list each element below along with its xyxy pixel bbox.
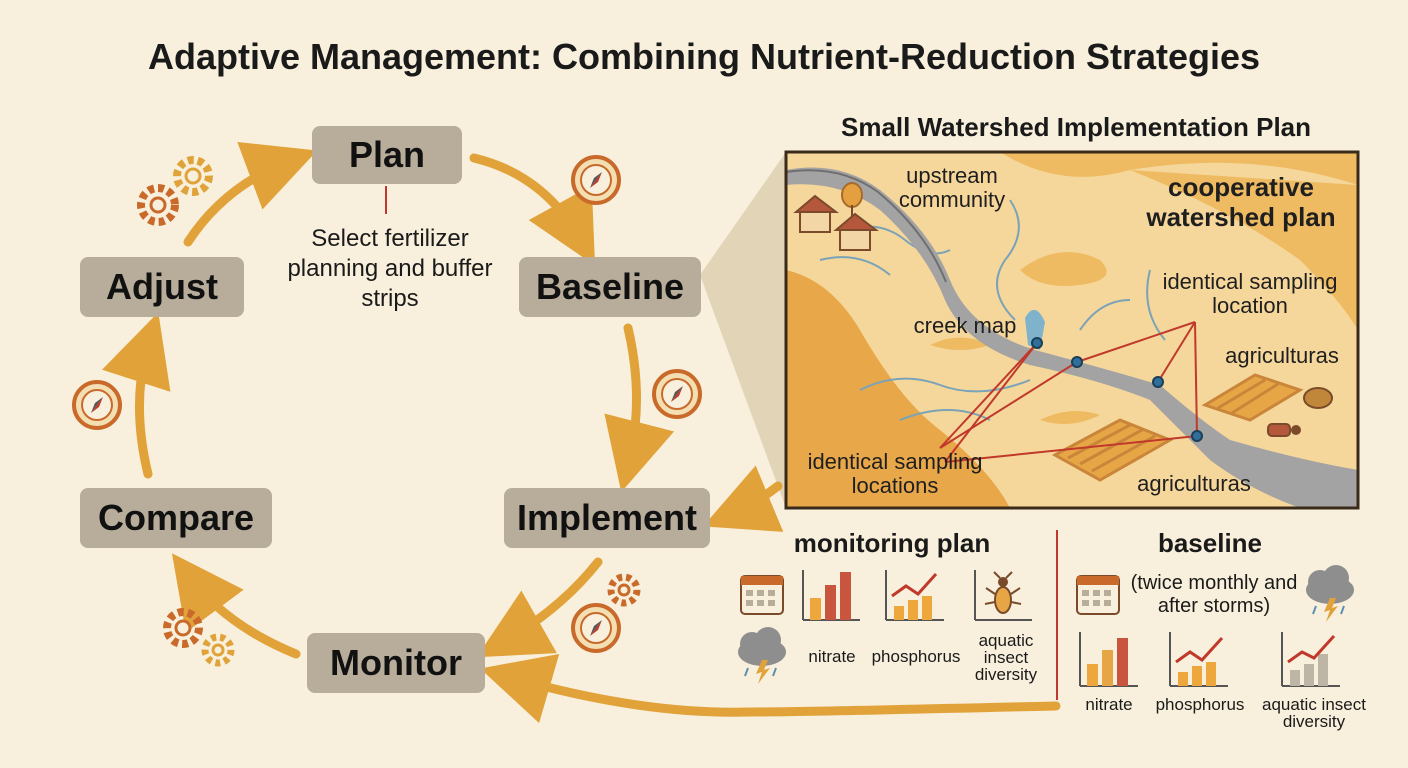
monitoring-nitrate-label: nitrate — [808, 647, 856, 666]
label-upstream-community: upstream community — [898, 163, 1006, 212]
stage-plan: Plan — [312, 126, 462, 184]
watershed-map — [786, 152, 1358, 508]
cow-icon — [1267, 387, 1333, 437]
baseline-schedule-label: (twice monthly and after storms) — [1130, 572, 1298, 617]
compass-icon — [72, 380, 122, 430]
bar-chart-icon — [1079, 632, 1138, 687]
label-creek-map: creek map — [913, 313, 1017, 338]
insect-icon — [974, 570, 1032, 621]
line-chart-icon — [1281, 632, 1340, 687]
label-agriculturas-right: agriculturas — [1225, 343, 1339, 368]
calendar-icon — [740, 575, 784, 615]
monitoring-plan-title: monitoring plan — [793, 528, 991, 558]
line-chart-icon — [1169, 632, 1228, 687]
stage-monitor: Monitor — [307, 633, 485, 693]
calendar-icon — [1076, 575, 1120, 615]
arrow-baseline-to-implement — [604, 323, 675, 493]
gear-icon — [137, 156, 213, 226]
gear-icon — [607, 573, 641, 607]
stage-baseline: Baseline — [519, 257, 701, 317]
arrow-plan-to-baseline — [469, 153, 596, 266]
gear-icon — [163, 608, 235, 667]
arrow-baseline-panel-to-monitor — [480, 654, 1061, 724]
arrow-adjust-to-plan — [183, 142, 318, 247]
stage-compare: Compare — [80, 488, 272, 548]
monitoring-insect-label: aquatic insect diversity — [974, 631, 1038, 684]
label-identical-locations-left: identical sampling locations — [807, 449, 983, 498]
baseline-phosphorus-label: phosphorus — [1155, 695, 1245, 714]
compass-icon — [571, 603, 621, 653]
line-chart-icon — [885, 570, 944, 621]
arrow-map-to-implement — [703, 465, 784, 532]
baseline-nitrate-label: nitrate — [1085, 695, 1133, 714]
arrow-compare-to-adjust — [101, 312, 171, 479]
house-icon — [793, 194, 879, 251]
tree-icon — [841, 182, 863, 216]
map-title: Small Watershed Implementation Plan — [840, 112, 1312, 142]
zoom-wedge — [700, 152, 786, 508]
page-title: Adaptive Management: Combining Nutrient-… — [147, 36, 1261, 77]
bar-chart-icon — [802, 570, 860, 621]
monitoring-phosphorus-label: phosphorus — [871, 647, 961, 666]
storm-cloud-icon — [738, 627, 786, 684]
label-cooperative-plan: cooperative watershed plan — [1146, 172, 1336, 232]
stage-implement: Implement — [504, 488, 710, 548]
baseline-insect-label: aquatic insect diversity — [1262, 695, 1366, 731]
label-identical-location-right: identical sampling location — [1162, 269, 1338, 318]
compass-icon — [652, 369, 702, 419]
compass-icon — [571, 155, 621, 205]
arrow-implement-to-monitor — [476, 557, 603, 658]
label-agriculturas-bottom: agriculturas — [1137, 471, 1251, 496]
baseline-panel-title: baseline — [1157, 528, 1263, 558]
storm-cloud-icon — [1306, 565, 1354, 622]
plan-note: Select fertilizer planning and buffer st… — [287, 225, 493, 312]
arrow-monitor-to-compare — [171, 553, 301, 659]
stage-adjust: Adjust — [80, 257, 244, 317]
